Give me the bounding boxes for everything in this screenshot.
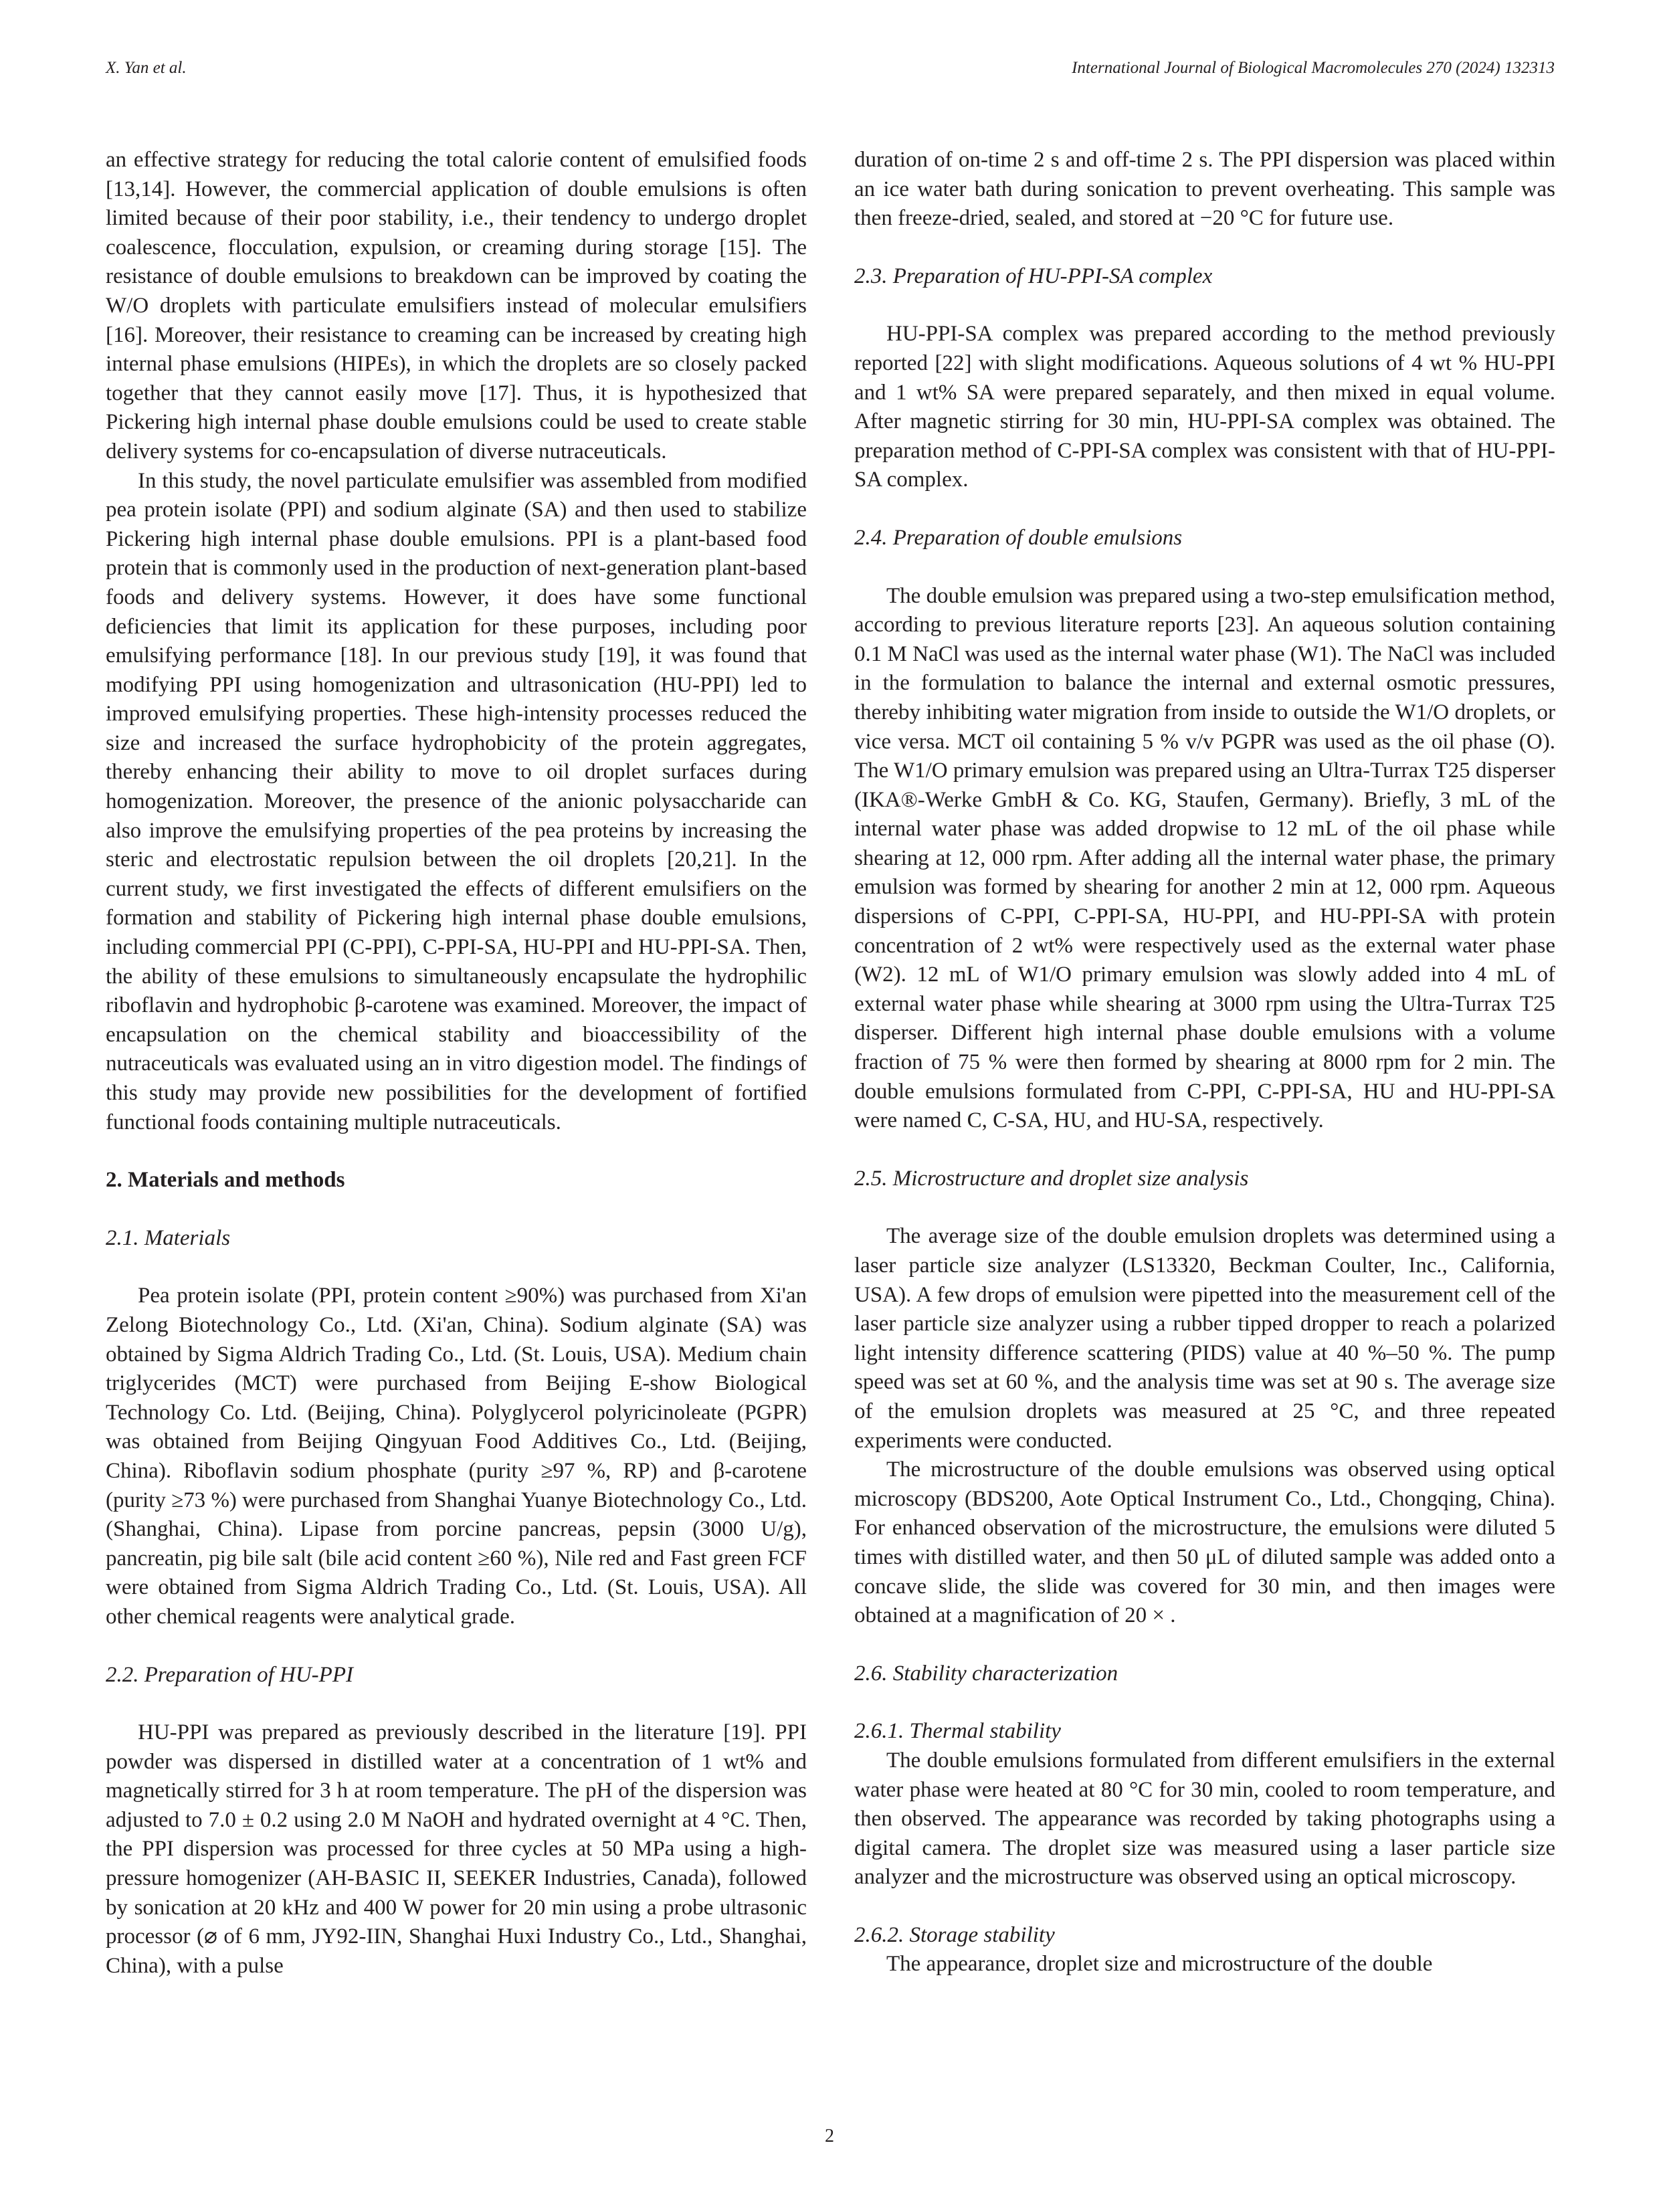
page-number: 2 xyxy=(825,2126,834,2146)
paragraph: The average size of the double emulsion … xyxy=(854,1224,1555,1453)
paragraph: The appearance, droplet size and microst… xyxy=(886,1952,1433,1977)
paragraph: an effective strategy for reducing the t… xyxy=(106,148,807,464)
paragraph: The microstructure of the double emulsio… xyxy=(854,1457,1555,1628)
subsection-heading: 2.6. Stability characterization xyxy=(854,1661,1118,1686)
running-header-journal: International Journal of Biological Macr… xyxy=(1072,59,1555,77)
paragraph: The double emulsion was prepared using a… xyxy=(854,583,1555,1133)
subsection-heading: 2.3. Preparation of HU-PPI-SA complex xyxy=(854,264,1213,288)
paragraph: The double emulsions formulated from dif… xyxy=(854,1748,1555,1890)
paragraph: In this study, the novel particulate emu… xyxy=(106,468,807,1134)
subsection-heading: 2.2. Preparation of HU-PPI xyxy=(106,1662,353,1687)
paragraph: Pea protein isolate (PPI, protein conten… xyxy=(106,1284,807,1629)
subsubsection-heading: 2.6.1. Thermal stability xyxy=(854,1719,1061,1744)
paragraph: HU-PPI was prepared as previously descri… xyxy=(106,1720,807,1978)
subsection-heading: 2.1. Materials xyxy=(106,1225,231,1250)
subsection-heading: 2.4. Preparation of double emulsions xyxy=(854,525,1183,550)
left-column: an effective strategy for reducing the t… xyxy=(106,146,807,1981)
right-column: duration of on-time 2 s and off-time 2 s… xyxy=(854,146,1555,1979)
subsubsection-heading: 2.6.2. Storage stability xyxy=(854,1922,1055,1947)
paragraph: duration of on-time 2 s and off-time 2 s… xyxy=(854,148,1555,231)
section-heading: 2. Materials and methods xyxy=(106,1168,345,1193)
subsection-heading: 2.5. Microstructure and droplet size ana… xyxy=(854,1166,1249,1191)
paragraph: HU-PPI-SA complex was prepared according… xyxy=(854,322,1555,492)
running-header-authors: X. Yan et al. xyxy=(106,59,187,77)
